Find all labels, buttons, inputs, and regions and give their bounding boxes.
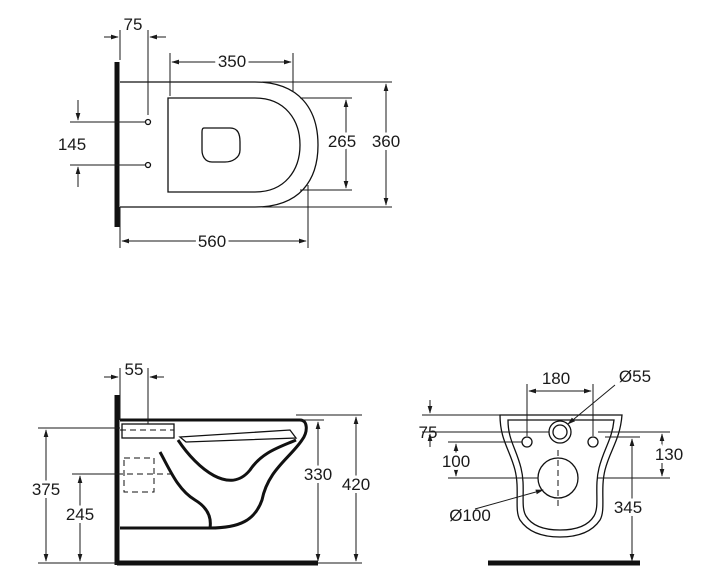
dim-top-offset: 75 — [419, 423, 438, 442]
rear-view-inner-outline — [507, 419, 615, 531]
side-view-outlet-connector — [123, 457, 155, 493]
dim-bracket-offset: 75 — [124, 15, 143, 34]
dim-overall-height: 420 — [342, 475, 370, 494]
top-view-fixing-hole — [144, 161, 152, 169]
dim-outlet-offset: 55 — [125, 360, 144, 379]
rear-view-fixing-hole — [521, 436, 533, 448]
dim-rear-height: 345 — [614, 498, 642, 517]
rear-view-fixing-hole — [587, 436, 599, 448]
side-view-bowl-interior — [176, 438, 297, 482]
top-view-fixing-hole — [144, 118, 152, 126]
side-view-pan-body — [120, 418, 308, 530]
dim-outlet-diameter: Ø100 — [449, 506, 491, 525]
dim-inlet-spacing: 180 — [542, 369, 570, 388]
dim-fixing-right: 130 — [655, 445, 683, 464]
dim-bowl-height: 330 — [304, 465, 332, 484]
dim-fixing-spacing: 145 — [58, 135, 86, 154]
side-view-seat-line — [178, 429, 298, 443]
top-view-seat-outline — [167, 97, 301, 193]
side-view: 55 375 245 330 420 — [29, 360, 373, 566]
dim-seat-width: 265 — [328, 132, 356, 151]
top-view-pan-outline — [120, 81, 319, 208]
top-view: 75 350 145 265 360 560 — [58, 15, 403, 254]
dim-inlet-diameter: Ø55 — [619, 367, 651, 386]
side-view-inlet — [121, 423, 175, 439]
rear-view-inlet — [548, 420, 572, 444]
top-view-bowl-opening — [201, 127, 241, 163]
dim-outlet-height: 245 — [66, 505, 94, 524]
dim-overall-width: 360 — [372, 132, 400, 151]
dim-overall-length: 560 — [198, 232, 226, 251]
rear-view: 180 Ø55 75 100 130 345 Ø100 — [419, 367, 686, 566]
dim-fixing-height: 100 — [442, 452, 470, 471]
dim-rim-height: 375 — [32, 480, 60, 499]
rear-view-inlet-inner — [552, 424, 568, 440]
dim-bowl-length: 350 — [218, 52, 246, 71]
side-view-trapway — [158, 451, 212, 529]
rear-view-outline — [499, 414, 623, 538]
